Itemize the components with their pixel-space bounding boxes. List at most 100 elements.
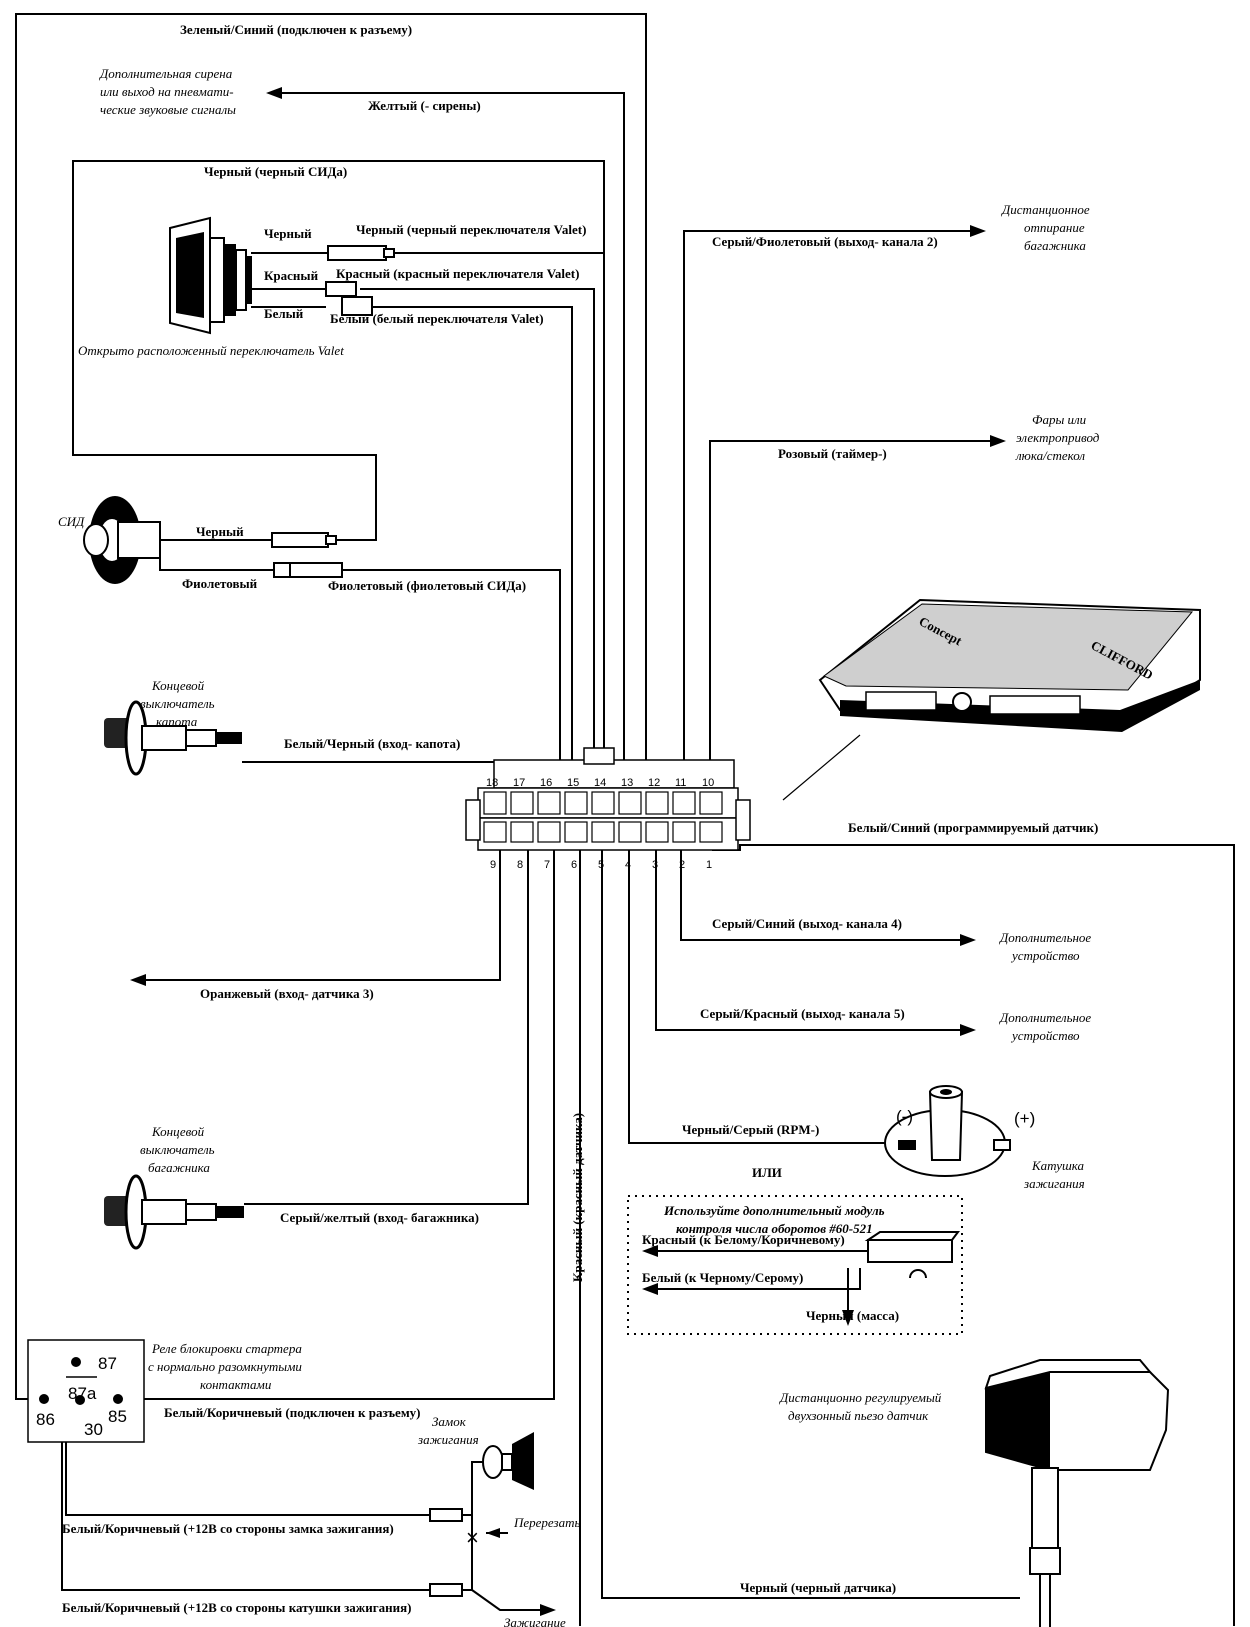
pointer-brain [782, 734, 861, 801]
label-prog-sensor: Белый/Синий (программируемый датчик) [848, 820, 1098, 835]
connector-cell-top [699, 791, 723, 815]
led [83, 496, 161, 584]
wire-rpm [628, 850, 886, 1144]
timer-target-1: Фары или [1032, 412, 1087, 427]
connector-cell-bottom [591, 821, 615, 843]
relay-pin-85: 85 [108, 1407, 127, 1426]
ignition-caption: Зажигание [504, 1615, 566, 1627]
trunk-caption-1: Концевой [151, 1124, 205, 1139]
connector-cell-bottom [537, 821, 561, 843]
led-name: СИД [58, 514, 85, 529]
label-module-red: Красный (к Белому/Коричневому) [642, 1232, 845, 1247]
label-valet-black-long: Черный (черный переключателя Valet) [356, 222, 586, 237]
wire-ch4 [680, 850, 960, 941]
starter-relay [27, 1339, 145, 1443]
relay-pin-30: 30 [84, 1420, 103, 1439]
connector-pin-top: 14 [594, 777, 606, 789]
label-rpm: Черный/Серый (RPM-) [682, 1122, 819, 1137]
ch5-target-1: Дополнительное [998, 1010, 1091, 1025]
label-green-blue: Зеленый/Синий (подключен к разъему) [180, 22, 412, 37]
connector-pin-top: 18 [486, 777, 498, 789]
label-led-violet-long: Фиолетовый (фиолетовый СИДа) [328, 578, 526, 593]
wire-timer [709, 440, 990, 790]
connector-cell-top [672, 791, 696, 815]
connector-cell-top [564, 791, 588, 815]
ch2-target-2: отпирание [1024, 220, 1085, 235]
label-trunk: Серый/желтый (вход- багажника) [280, 1210, 479, 1225]
label-ch2: Серый/Фиолетовый (выход- канала 2) [712, 234, 938, 249]
connector-pin-top: 15 [567, 777, 579, 789]
relay-caption-3: контактами [200, 1377, 272, 1392]
wire-ch5 [655, 850, 960, 1031]
connector-cell-top [618, 791, 642, 815]
wire-trunk [244, 850, 529, 1205]
wire-ign-a [462, 1461, 490, 1516]
rpm-module [627, 1195, 963, 1335]
cut-mark: × [466, 1525, 479, 1550]
ignition-coil [884, 1085, 1011, 1177]
connector-cell-bottom [510, 821, 534, 843]
coil-plus: (+) [1014, 1109, 1035, 1128]
label-valet-red: Красный [264, 268, 319, 283]
connector-pin-top: 12 [648, 777, 660, 789]
connector-pin-bottom: 2 [679, 859, 685, 871]
connector-cell-bottom [645, 821, 669, 843]
cut-caption: Перерезать [513, 1515, 580, 1530]
wire-led-violet-2 [342, 569, 561, 790]
connector-pin-bottom: 9 [490, 859, 496, 871]
label-or: ИЛИ [752, 1165, 782, 1180]
hood-caption-3: капота [156, 714, 198, 729]
label-orange: Оранжевый (вход- датчика 3) [200, 986, 374, 1001]
wire-orange [146, 850, 501, 981]
connector-cell-bottom [618, 821, 642, 843]
ch2-target-1: Дистанционное [1000, 202, 1090, 217]
wire-ign-out [471, 1589, 540, 1611]
label-black-led-top: Черный (черный СИДа) [204, 164, 347, 179]
label-yellow: Желтый (- сирены) [368, 98, 481, 113]
label-timer: Розовый (таймер-) [778, 446, 887, 461]
siren-note-2: или выход на пневмати- [100, 84, 234, 99]
hood-switch [104, 700, 242, 776]
connector-pin-bottom: 7 [544, 859, 550, 871]
connector-pin-top: 11 [675, 777, 686, 789]
relay-pin-86: 86 [36, 1410, 55, 1429]
trunk-caption-2: выключатель [140, 1142, 215, 1157]
label-ch5: Серый/Красный (выход- канала 5) [700, 1006, 905, 1021]
connector-pin-bottom: 6 [571, 859, 577, 871]
wire-valet-white-2 [372, 306, 573, 790]
connector-pin-bottom: 8 [517, 859, 523, 871]
connector-cell-top [645, 791, 669, 815]
connector-pin-bottom: 1 [706, 859, 712, 871]
label-relay-ign-switch: Белый/Коричневый (+12В со стороны замка … [62, 1521, 394, 1536]
label-led-black: Черный [196, 524, 244, 539]
connector-cell-bottom [483, 821, 507, 843]
hood-caption-2: выключатель [140, 696, 215, 711]
siren-note-1: Дополнительная сирена [98, 66, 233, 81]
piezo-caption-1: Дистанционно регулируемый [778, 1390, 942, 1405]
coil-caption-2: зажигания [1023, 1176, 1085, 1191]
connector-cell-bottom [699, 821, 723, 843]
valet-caption: Открыто расположенный переключатель Vale… [78, 343, 344, 358]
wire-black-sensor [601, 850, 1020, 1599]
alarm-unit: Concept CLIFFORD [818, 598, 1201, 732]
coil-minus: (-) [896, 1107, 913, 1126]
label-relay-ign-coil: Белый/Коричневый (+12В со стороны катушк… [62, 1600, 411, 1615]
label-valet-white: Белый [264, 306, 304, 321]
trunk-switch [104, 1174, 244, 1250]
ch5-target-2: устройство [1010, 1028, 1080, 1043]
label-hood: Белый/Черный (вход- капота) [284, 736, 460, 751]
connector-pin-top: 17 [513, 777, 525, 789]
siren-note-3: ческие звуковые сигналы [100, 102, 236, 117]
inline-connectors: × [271, 245, 479, 1597]
label-valet-red-long: Красный (красный переключателя Valet) [336, 266, 579, 281]
lock-caption-1: Замок [432, 1414, 467, 1429]
piezo-sensor [984, 1359, 1170, 1627]
hood-caption-1: Концевой [151, 678, 205, 693]
connector-pin-bottom: 5 [598, 859, 604, 871]
timer-target-3: люка/стекол [1015, 448, 1085, 463]
module-title-2: контроля числа оборотов #60-521 [676, 1221, 873, 1236]
wire-led-violet [159, 540, 274, 571]
